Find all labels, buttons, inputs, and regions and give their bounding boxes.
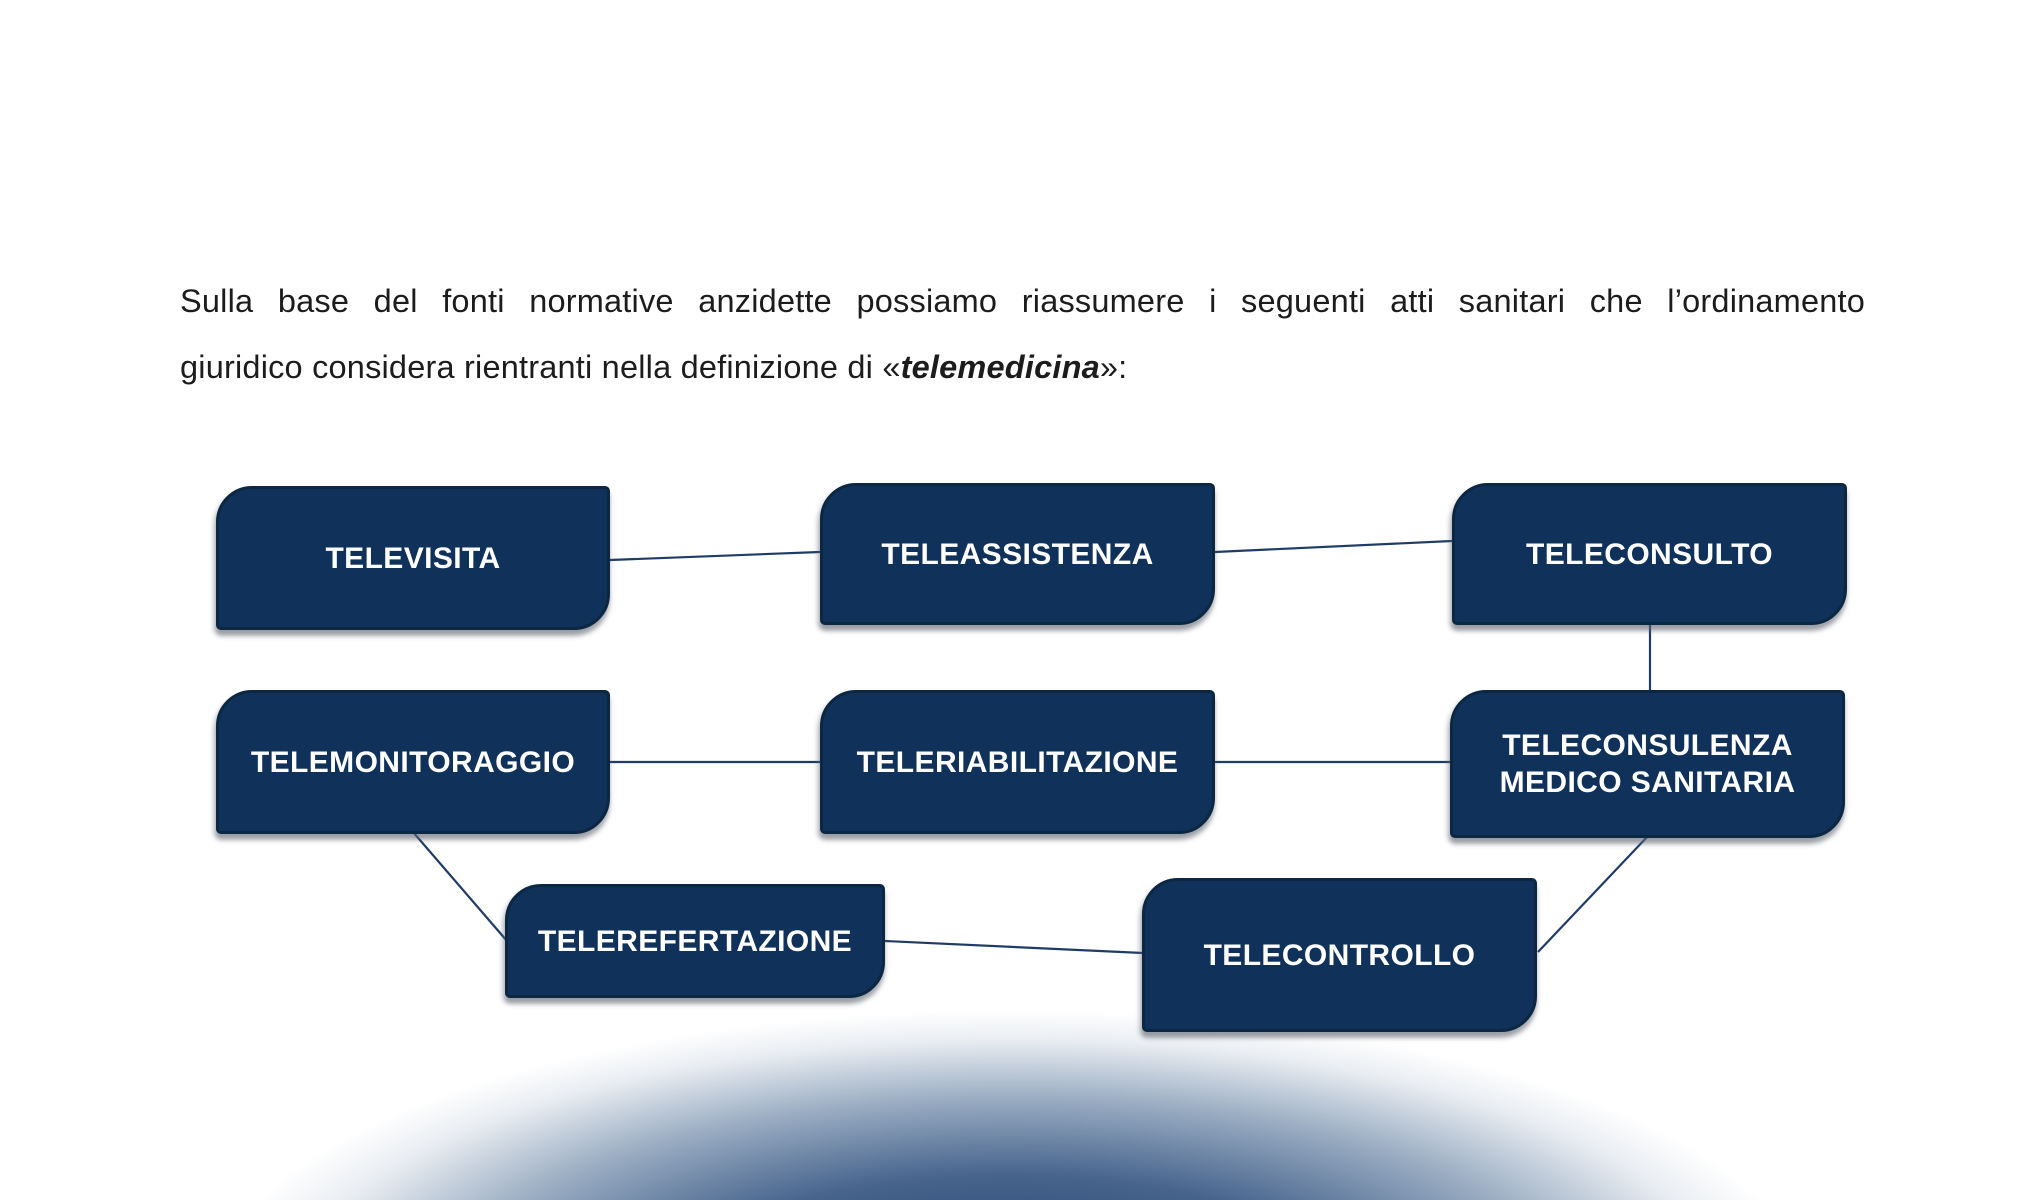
node-televisita: TELEVISITA [216,486,610,630]
connector-teleconsulenza-telecontrollo [1537,835,1649,953]
node-telemonitoraggio: TELEMONITORAGGIO [216,690,610,834]
node-label: TELECONTROLLO [1203,938,1476,972]
node-teleassistenza: TELEASSISTENZA [820,483,1215,625]
node-telerefertazione: TELEREFERTAZIONE [505,884,885,998]
connector-televisita-teleassistenza [609,550,821,562]
node-label: TELEMONITORAGGIO [250,745,576,779]
node-teleconsulto: TELECONSULTO [1452,483,1847,625]
intro-paragraph: Sulla base del fonti normative anzidette… [180,268,1865,400]
connector-telemonitoraggio-telerefertazione [412,831,508,942]
node-label: TELECONSULTO [1525,537,1774,571]
node-label: TELEREFERTAZIONE [537,924,853,958]
node-label: TELECONSULENZA MEDICO SANITARIA [1499,729,1796,799]
intro-line-2-prefix: giuridico considera rientranti nella def… [180,349,901,385]
node-label: TELEVISITA [325,541,501,575]
node-label: TELEASSISTENZA [881,537,1154,571]
connector-telerefertazione-telecontrollo [884,939,1144,955]
node-telecontrollo: TELECONTROLLO [1142,878,1537,1032]
node-label: TELERIABILITAZIONE [856,745,1179,779]
connector-teleassistenza-teleconsulto [1214,539,1453,554]
intro-line-2: giuridico considera rientranti nella def… [180,334,1865,400]
intro-emphasis-telemedicina: telemedicina [900,349,1100,385]
node-teleconsulenza-medico-sanitaria: TELECONSULENZA MEDICO SANITARIA [1450,690,1845,838]
node-teleriabilitazione: TELERIABILITAZIONE [820,690,1215,834]
intro-line-2-suffix: »: [1099,349,1128,385]
intro-line-1: Sulla base del fonti normative anzidette… [180,283,1865,319]
